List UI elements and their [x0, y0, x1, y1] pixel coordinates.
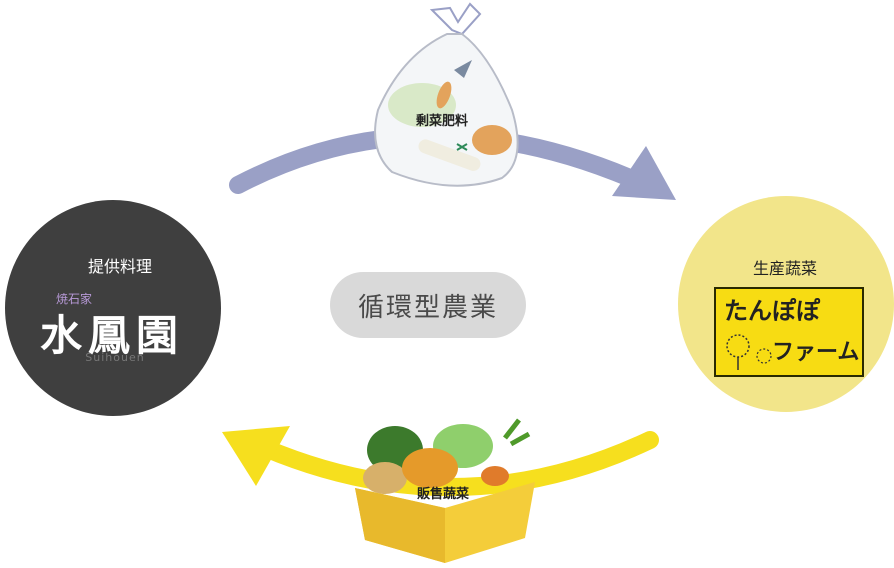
bottom-flow-arrow: [256, 431, 659, 497]
restaurant-node: [5, 200, 221, 416]
center-concept-label: 循環型農業: [330, 272, 526, 338]
top-flow-arrowhead: [612, 146, 676, 200]
restaurant-logo: 水鳳園: [39, 311, 184, 360]
bottom-flow-arrowhead: [222, 426, 290, 486]
vegetable-box-icon: [355, 418, 535, 563]
top-flow-label: 剰菜肥料: [415, 114, 468, 129]
farm-node-label: 生産蔬菜: [752, 259, 817, 278]
dandelion-icon: [726, 334, 772, 370]
restaurant-logo-small-text: 焼石家: [56, 292, 93, 306]
restaurant-logo-romaji: Suihouen: [85, 351, 145, 364]
farm-logo-top-text: たんぽぽ: [724, 297, 820, 325]
restaurant-node-label: 提供料理: [87, 257, 152, 276]
farm-logo-bottom-text: ファーム: [772, 340, 860, 365]
compost-bag-icon: [374, 2, 519, 187]
farm-logo: [714, 287, 864, 377]
bottom-flow-label: 販售蔬菜: [416, 487, 469, 502]
